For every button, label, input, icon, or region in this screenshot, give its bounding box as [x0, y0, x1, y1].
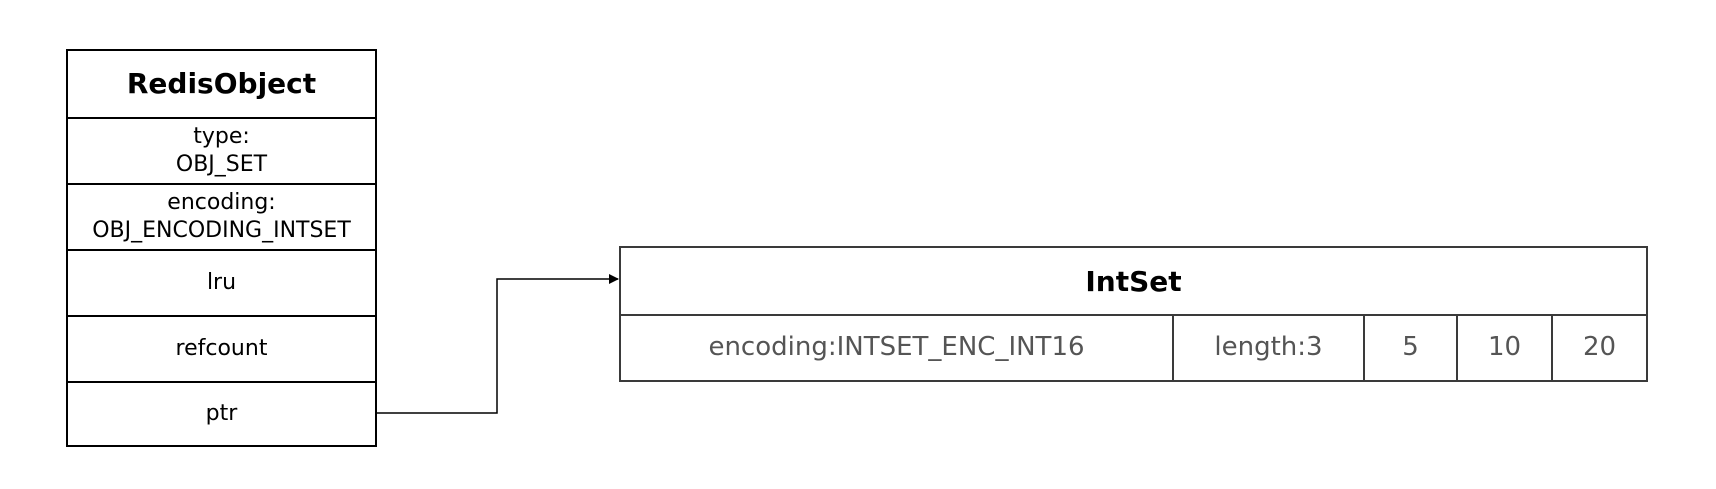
- ptr-field: ptr: [68, 381, 375, 445]
- encoding-value: OBJ_ENCODING_INTSET: [92, 218, 351, 243]
- redis-object-title-cell: RedisObject: [68, 51, 375, 117]
- intset-encoding-cell: encoding:INTSET_ENC_INT16: [621, 314, 1174, 380]
- intset-encoding: encoding:INTSET_ENC_INT16: [708, 332, 1085, 362]
- intset-value-cell: 5: [1365, 314, 1458, 380]
- lru-label: lru: [206, 270, 237, 295]
- type-value: OBJ_SET: [175, 152, 268, 177]
- redis-object-title: RedisObject: [126, 67, 317, 100]
- encoding-field: encoding: OBJ_ENCODING_INTSET: [68, 183, 375, 249]
- intset-length: length:3: [1214, 332, 1323, 362]
- encoding-label: encoding:: [167, 190, 276, 215]
- intset-box: IntSet encoding:INTSET_ENC_INT16 length:…: [619, 246, 1648, 382]
- refcount-field: refcount: [68, 315, 375, 381]
- intset-title-cell: IntSet: [621, 248, 1646, 316]
- intset-value-cell: 20: [1553, 314, 1646, 380]
- intset-value: 5: [1402, 332, 1419, 362]
- type-field: type: OBJ_SET: [68, 117, 375, 183]
- ptr-label: ptr: [205, 401, 238, 426]
- intset-value: 20: [1582, 332, 1617, 362]
- intset-fields-row: encoding:INTSET_ENC_INT16 length:3 5 10 …: [621, 314, 1646, 380]
- intset-title: IntSet: [1085, 264, 1182, 298]
- ptr-connector-line: [377, 274, 619, 414]
- redis-object-box: RedisObject type: OBJ_SET encoding: OBJ_…: [66, 49, 377, 447]
- lru-field: lru: [68, 249, 375, 315]
- intset-length-cell: length:3: [1174, 314, 1365, 380]
- refcount-label: refcount: [175, 336, 268, 361]
- type-label: type:: [193, 124, 250, 149]
- intset-value: 10: [1487, 332, 1522, 362]
- intset-value-cell: 10: [1458, 314, 1553, 380]
